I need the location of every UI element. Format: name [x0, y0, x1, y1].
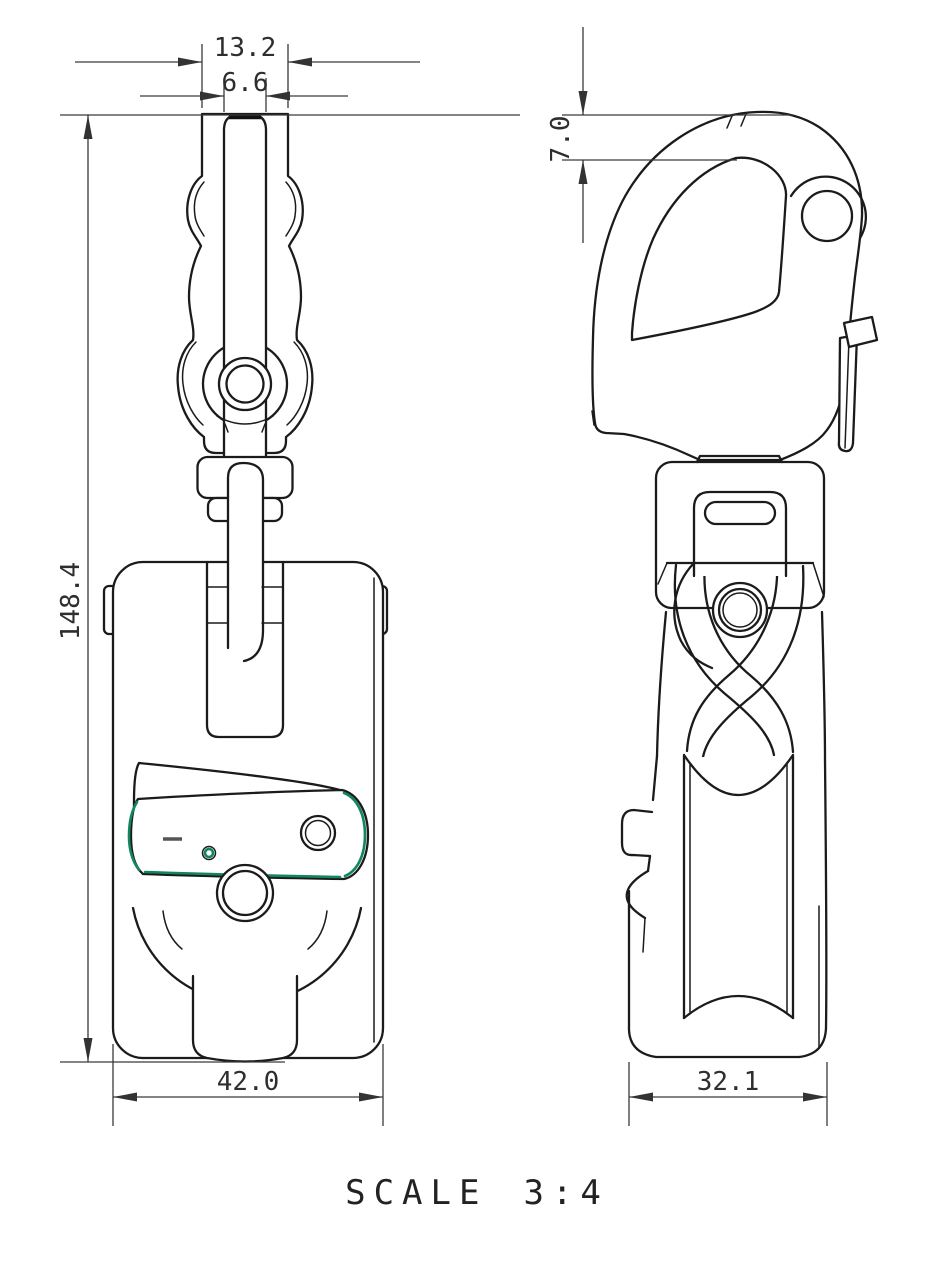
hook-top-tick-2: [740, 113, 747, 127]
dim-hook-offset-value: 7.0: [546, 116, 576, 163]
eye-lobe-arc: [789, 175, 868, 240]
cross-strap-b-edge1: [701, 564, 805, 759]
lower-ear-inner-arc-right: [286, 341, 309, 426]
groove-bottom-arc: [682, 994, 795, 1020]
handle-screw-inner: [304, 819, 332, 847]
release-pin-cap: [842, 315, 879, 349]
sheave-inner-arc-right: [307, 910, 328, 950]
sheave-pin-outer: [215, 863, 275, 923]
cam-bump-side: [625, 869, 650, 920]
side-pivot-mid: [717, 587, 763, 633]
sheave-groove-face: [684, 757, 793, 1018]
left-edge-segment-2: [646, 854, 652, 873]
cross-strap-a-edge1: [673, 563, 776, 757]
shoulder-tick-left: [657, 562, 668, 585]
left-edge-segment-3: [642, 917, 646, 953]
dim-side-width-value: 32.1: [697, 1067, 760, 1097]
release-pin-bar-line: [844, 338, 850, 449]
spring-seat-tick-right: [261, 423, 266, 433]
dim-front-width-value: 42.0: [217, 1067, 280, 1097]
pivot-pin-inner: [225, 364, 265, 404]
cross-strap-a-edge2: [703, 562, 795, 754]
dim-top-width-value: 13.2: [214, 33, 277, 63]
side-edge-right: [797, 610, 828, 1059]
scale-note-value: 3:4: [523, 1173, 608, 1213]
bottom-fairlead-tab: [191, 974, 299, 1063]
dim-overall-height: 148.4: [56, 114, 520, 1063]
dim-front-width: 42.0: [112, 1044, 384, 1126]
release-pin-bar: [837, 333, 859, 453]
becket-slot: [205, 560, 285, 739]
side-pivot-inner: [722, 592, 758, 628]
dim-overall-height-value: 148.4: [56, 562, 86, 640]
upper-ear-inner-arc-right: [285, 181, 297, 237]
pivot-boss-curve: [673, 561, 714, 670]
scale-note: SCALE 3:4: [345, 1173, 609, 1213]
cross-strap-b-edge2: [685, 562, 779, 753]
eye-hole: [800, 189, 854, 243]
dimension-layer: 13.2 6.6 148.4 7.0 42.0 3: [56, 27, 828, 1126]
side-pivot-outer: [711, 581, 769, 639]
hook-top-tick-1: [726, 115, 733, 129]
handle-accent-left: [127, 800, 141, 872]
dim-hook-offset: 7.0: [546, 27, 793, 243]
becket-strap-slot: [703, 500, 777, 526]
hook-gap-opening: [630, 156, 788, 342]
left-edge-segment: [651, 754, 659, 802]
dim-side-width: 32.1: [628, 1062, 828, 1126]
side-edge-left-taper: [655, 610, 668, 758]
shank-rod: [226, 461, 265, 663]
dim-tongue-width-value: 6.6: [222, 68, 269, 98]
spring-seat-tick-left: [224, 423, 229, 433]
upper-ear-inner-arc-left: [193, 181, 205, 237]
handle-accent-right: [342, 791, 367, 878]
sheave-inner-arc-left: [162, 910, 183, 950]
housing-top-step: [695, 454, 784, 464]
handle-screw-outer: [299, 814, 337, 852]
hook-foot-tick: [591, 410, 595, 426]
dim-tongue-width: 6.6: [140, 68, 348, 112]
sheave-pin-inner: [221, 869, 269, 917]
handle-small-hole-ring: [203, 847, 215, 859]
shoulder-tick-right: [812, 562, 825, 598]
lower-ear-inner-arc-left: [181, 341, 204, 426]
cam-tab-side: [620, 808, 654, 858]
side-view: [591, 110, 879, 1059]
scale-note-label: SCALE: [345, 1173, 487, 1213]
handle-small-hole-outer: [201, 845, 217, 861]
body-bottom-arc: [216, 415, 274, 425]
front-view: [102, 112, 389, 1063]
cam-lever-handle: [129, 788, 370, 881]
dim-top-width: 13.2: [75, 33, 420, 108]
groove-top-arc: [682, 753, 795, 796]
lever-plate-edge: [627, 889, 658, 1059]
